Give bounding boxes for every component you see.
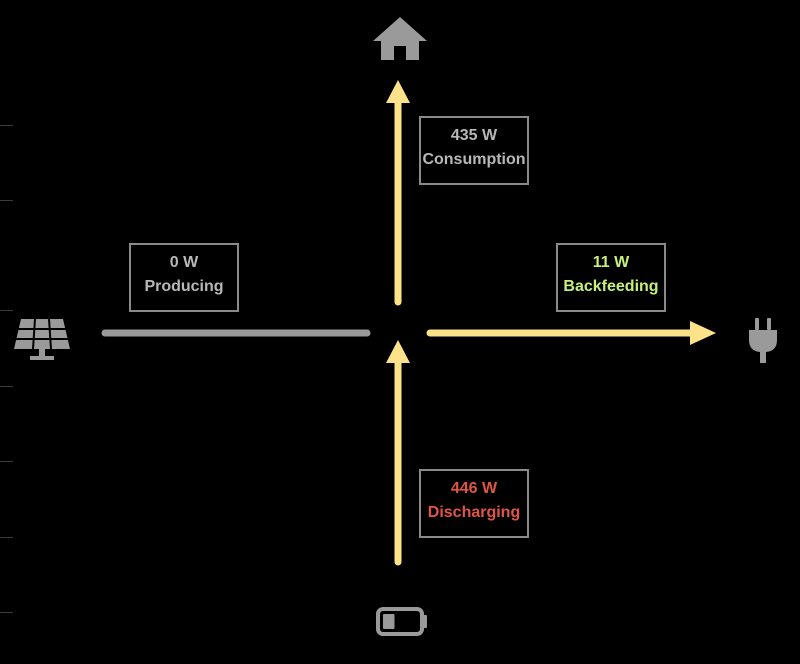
home-icon bbox=[373, 17, 427, 60]
battery-status-label: Discharging bbox=[427, 504, 521, 521]
grid-status-label: Backfeeding bbox=[563, 278, 659, 295]
edge-tick bbox=[0, 612, 13, 613]
battery-low-icon bbox=[376, 607, 427, 636]
battery-flow-arrow bbox=[386, 340, 410, 566]
grid-value: 11 W bbox=[592, 254, 630, 271]
power-plug-icon bbox=[749, 318, 777, 363]
consumption-value: 435 W bbox=[450, 127, 498, 144]
grid-label-box: 11 W Backfeeding bbox=[556, 243, 666, 312]
edge-tick bbox=[0, 461, 13, 462]
solar-label-box: 0 W Producing bbox=[129, 243, 239, 312]
consumption-flow-arrow bbox=[386, 80, 410, 306]
consumption-label-box: 435 W Consumption bbox=[419, 116, 529, 185]
edge-tick bbox=[0, 200, 13, 201]
battery-level-fill bbox=[383, 614, 395, 629]
edge-tick bbox=[0, 386, 13, 387]
solar-status-label: Producing bbox=[144, 278, 224, 295]
consumption-status-label: Consumption bbox=[422, 151, 526, 168]
battery-label-box: 446 W Discharging bbox=[419, 469, 529, 538]
edge-tick bbox=[0, 537, 13, 538]
edge-tick bbox=[0, 125, 13, 126]
grid-flow-arrow bbox=[426, 321, 716, 345]
solar-value: 0 W bbox=[169, 254, 199, 271]
battery-value: 446 W bbox=[450, 480, 498, 497]
edge-tick bbox=[0, 310, 13, 311]
solar-panel-icon bbox=[14, 318, 70, 360]
